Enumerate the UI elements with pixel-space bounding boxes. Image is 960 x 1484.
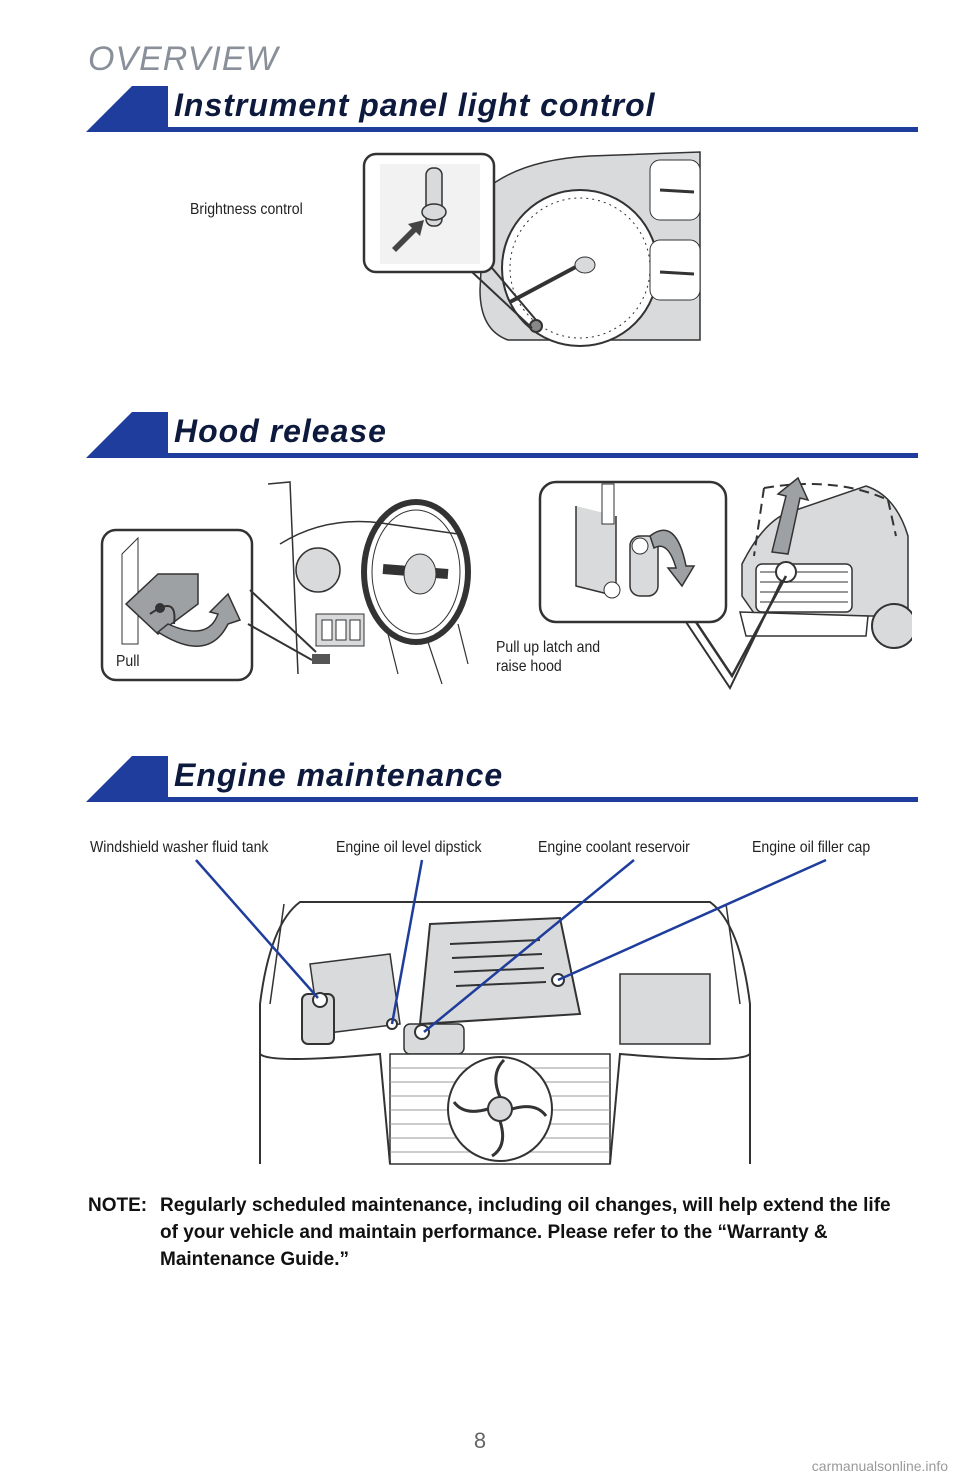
- instrument-panel-title: Instrument panel light control: [174, 87, 656, 123]
- hood-release-header: Hood release: [86, 408, 918, 458]
- callout-washer-fluid-tank: Windshield washer fluid tank: [90, 839, 269, 856]
- hood-release-title: Hood release: [174, 413, 387, 449]
- truck-hood-illustration: [538, 476, 912, 691]
- maintenance-note: NOTE: Regularly scheduled maintenance, i…: [88, 1192, 908, 1273]
- header-tab-shape: [86, 86, 168, 132]
- latch-label-line2: raise hood: [496, 658, 562, 675]
- header-tab-shape: [86, 756, 168, 802]
- instrument-cluster-illustration: [362, 151, 701, 347]
- interior-lever-illustration: [100, 481, 471, 685]
- engine-maintenance-header: Engine maintenance: [86, 752, 918, 802]
- callout-coolant-reservoir: Engine coolant reservoir: [538, 839, 690, 856]
- note-head: NOTE:: [88, 1195, 148, 1216]
- header-rule: [162, 797, 918, 802]
- watermark: carmanualsonline.info: [811, 1458, 948, 1474]
- engine-maintenance-title: Engine maintenance: [174, 757, 504, 793]
- page-number: 8: [473, 1428, 487, 1453]
- header-tab-shape: [86, 412, 168, 458]
- note-body: Regularly scheduled maintenance, includi…: [160, 1195, 891, 1270]
- header-rule: [162, 127, 918, 132]
- callout-oil-filler-cap: Engine oil filler cap: [752, 839, 871, 856]
- latch-label-line1: Pull up latch and: [496, 639, 601, 656]
- engine-bay-illustration: [259, 901, 751, 1165]
- section-label: OVERVIEW: [88, 40, 279, 78]
- brightness-control-label: Brightness control: [190, 201, 303, 218]
- pull-label: Pull: [116, 653, 140, 670]
- engine-callout-leaders: [195, 858, 827, 1033]
- callout-oil-dipstick: Engine oil level dipstick: [336, 839, 482, 856]
- instrument-panel-header: Instrument panel light control: [86, 82, 918, 132]
- header-rule: [162, 453, 918, 458]
